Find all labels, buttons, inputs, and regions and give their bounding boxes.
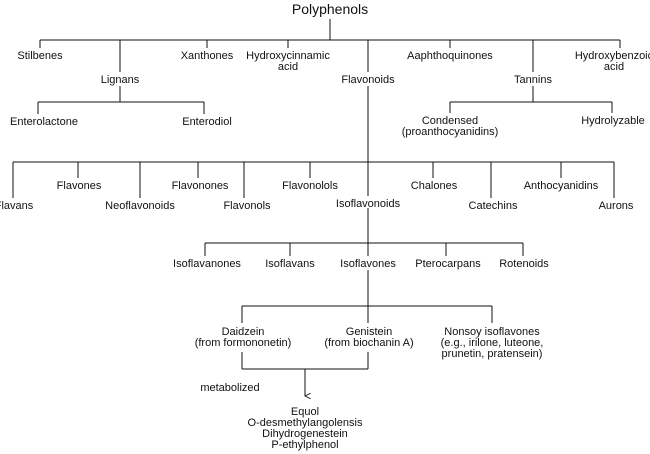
node-flavonones: Flavonones [171,180,229,192]
node-flavonoids: Flavonoids [341,74,395,86]
node-neoflavonoids: Neoflavonoids [105,200,175,212]
node-aaphthoquinones: Aaphthoquinones [407,50,493,62]
node-isoflavones: Isoflavones [340,258,396,270]
node-stilbenes: Stilbenes [17,50,63,62]
node-enterodiol: Enterodiol [182,116,232,128]
node-hydroxybenzoic-acid: Hydroxybenzoic acid [574,50,650,73]
root-node: Polyphenols [291,1,369,17]
metabolized-label: metabolized [200,382,260,394]
node-hydrolyzable-tannins: Hydrolyzable [581,115,645,127]
node-flavonols: Flavonols [223,200,271,212]
node-aurons: Aurons [598,200,634,212]
node-nonsoy-isoflavones: Nonsoy isoflavones (e.g., irilone, luteo… [440,326,544,360]
node-genistein: Genistein (from biochanin A) [324,326,414,349]
node-flavonolols: Flavonolols [282,180,338,192]
node-catechins: Catechins [468,200,518,212]
node-flavones: Flavones [56,180,102,192]
node-chalones: Chalones [410,180,458,192]
node-isoflavonoids: Isoflavonoids [335,198,401,210]
node-xanthones: Xanthones [180,50,234,62]
node-anthocyanidins: Anthocyanidins [523,180,599,192]
node-lignans: Lignans [100,74,140,86]
node-daidzein: Daidzein (from formononetin) [194,326,292,349]
node-flavans: Flavans [0,200,34,212]
node-pterocarpans: Pterocarpans [415,258,481,270]
node-isoflavanones: Isoflavanones [173,258,241,270]
node-enterolactone: Enterolactone [10,116,78,128]
node-condensed-tannins: Condensed (proanthocyanidins) [401,115,499,138]
node-metabolites: Equol O-desmethylangolensis Dihydrogenes… [247,406,363,451]
node-hydroxycinnamic-acid: Hydroxycinnamic acid [246,50,330,73]
node-isoflavans: Isoflavans [265,258,315,270]
node-tannins: Tannins [514,74,552,86]
node-rotenoids: Rotenoids [499,258,549,270]
